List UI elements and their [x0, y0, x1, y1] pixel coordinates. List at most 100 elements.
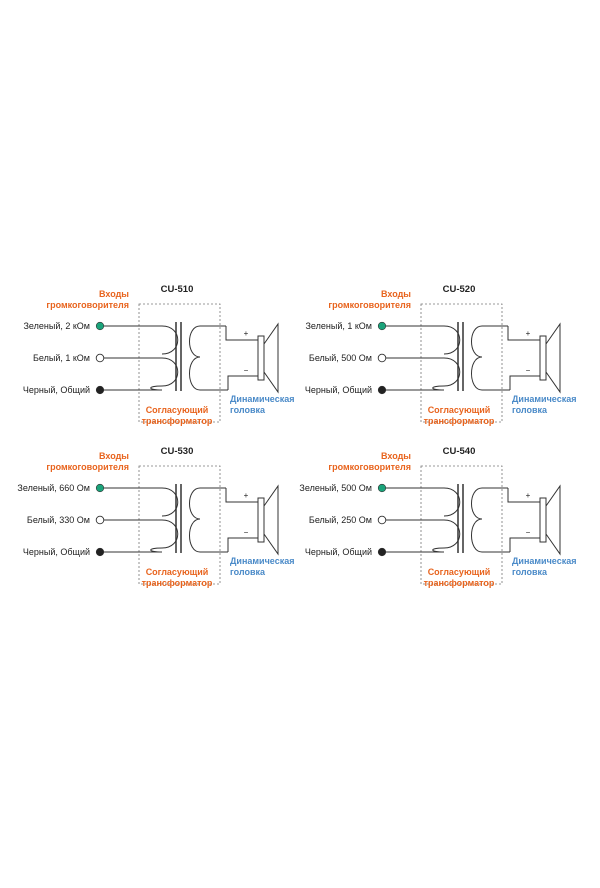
- speaker-magnet: [539, 497, 547, 543]
- transformer-label: трансформатор: [424, 578, 495, 588]
- minus-sign: −: [526, 528, 531, 537]
- wire-speaker-plus: [225, 488, 258, 503]
- speaker-label: Динамическая: [512, 394, 576, 404]
- speaker-cone-icon: [545, 322, 561, 394]
- minus-sign: −: [244, 366, 249, 375]
- speaker-label: Динамическая: [512, 556, 576, 566]
- speaker-label: головка: [512, 567, 548, 577]
- transformer-label: трансформатор: [142, 416, 213, 426]
- inputs-label: Входы: [99, 451, 129, 461]
- transformer-label: Согласующий: [146, 567, 209, 577]
- transformer-label: трансформатор: [424, 416, 495, 426]
- speaker-label: головка: [230, 567, 266, 577]
- model-title: CU-520: [443, 284, 476, 295]
- terminal-green: [377, 321, 387, 331]
- inputs-label: громкоговорителя: [46, 462, 129, 472]
- wire-black: [100, 547, 163, 553]
- speaker-label: Динамическая: [230, 556, 294, 566]
- terminal-white: [95, 515, 105, 525]
- wire-white: [100, 519, 179, 549]
- secondary-coil: [471, 487, 510, 553]
- wire-speaker-plus: [507, 488, 540, 503]
- inputs-label: Входы: [99, 289, 129, 299]
- secondary-coil: [471, 325, 510, 391]
- transformer-label: Согласующий: [428, 405, 491, 415]
- inputs-label: Входы: [381, 289, 411, 299]
- terminal-label-white: Белый, 500 Ом: [309, 353, 372, 363]
- wire-green: [382, 325, 461, 355]
- speaker-cone-icon: [263, 322, 279, 394]
- speaker-cone-icon: [263, 484, 279, 556]
- speaker-label: головка: [512, 405, 548, 415]
- wire-white: [100, 357, 179, 387]
- terminal-white: [95, 353, 105, 363]
- terminal-label-black: Черный, Общий: [23, 385, 90, 395]
- speaker-label: Динамическая: [230, 394, 294, 404]
- secondary-coil: [189, 325, 228, 391]
- wire-white: [382, 519, 461, 549]
- plus-sign: +: [526, 329, 531, 338]
- inputs-label: громкоговорителя: [328, 462, 411, 472]
- transformer-label: трансформатор: [142, 578, 213, 588]
- speaker-magnet: [257, 335, 265, 381]
- wire-black: [382, 385, 445, 391]
- terminal-green: [95, 483, 105, 493]
- terminal-label-green: Зеленый, 1 кОм: [306, 321, 373, 331]
- terminal-label-green: Зеленый, 500 Ом: [299, 483, 372, 493]
- minus-sign: −: [526, 366, 531, 375]
- terminal-green: [377, 483, 387, 493]
- secondary-coil: [189, 487, 228, 553]
- wire-black: [382, 547, 445, 553]
- terminal-label-black: Черный, Общий: [23, 547, 90, 557]
- terminal-white: [377, 515, 387, 525]
- inputs-label: громкоговорителя: [46, 300, 129, 310]
- terminal-black: [95, 547, 105, 557]
- wire-green: [100, 487, 179, 517]
- terminal-label-green: Зеленый, 2 кОм: [24, 321, 91, 331]
- inputs-label: громкоговорителя: [328, 300, 411, 310]
- terminal-black: [377, 547, 387, 557]
- speaker-magnet: [257, 497, 265, 543]
- wire-green: [100, 325, 179, 355]
- wire-black: [100, 385, 163, 391]
- wire-white: [382, 357, 461, 387]
- speaker-label: головка: [230, 405, 266, 415]
- terminal-black: [377, 385, 387, 395]
- terminal-label-black: Черный, Общий: [305, 547, 372, 557]
- minus-sign: −: [244, 528, 249, 537]
- terminal-label-white: Белый, 330 Ом: [27, 515, 90, 525]
- transformer-box: [138, 303, 221, 423]
- transformer-box: [420, 465, 503, 585]
- terminal-label-green: Зеленый, 660 Ом: [17, 483, 90, 493]
- terminal-label-white: Белый, 1 кОм: [33, 353, 90, 363]
- transformer-box: [138, 465, 221, 585]
- model-title: CU-540: [443, 446, 476, 457]
- wire-green: [382, 487, 461, 517]
- speaker-cone-icon: [545, 484, 561, 556]
- terminal-label-black: Черный, Общий: [305, 385, 372, 395]
- terminal-white: [377, 353, 387, 363]
- wire-speaker-plus: [225, 326, 258, 341]
- speaker-magnet: [539, 335, 547, 381]
- plus-sign: +: [526, 491, 531, 500]
- model-title: CU-510: [161, 284, 194, 295]
- model-title: CU-530: [161, 446, 194, 457]
- transformer-label: Согласующий: [428, 567, 491, 577]
- transformer-label: Согласующий: [146, 405, 209, 415]
- plus-sign: +: [244, 329, 249, 338]
- wire-speaker-minus: [227, 537, 258, 552]
- wire-speaker-minus: [509, 375, 540, 390]
- transformer-box: [420, 303, 503, 423]
- terminal-green: [95, 321, 105, 331]
- plus-sign: +: [244, 491, 249, 500]
- wire-speaker-minus: [227, 375, 258, 390]
- terminal-black: [95, 385, 105, 395]
- terminal-label-white: Белый, 250 Ом: [309, 515, 372, 525]
- wire-speaker-minus: [509, 537, 540, 552]
- inputs-label: Входы: [381, 451, 411, 461]
